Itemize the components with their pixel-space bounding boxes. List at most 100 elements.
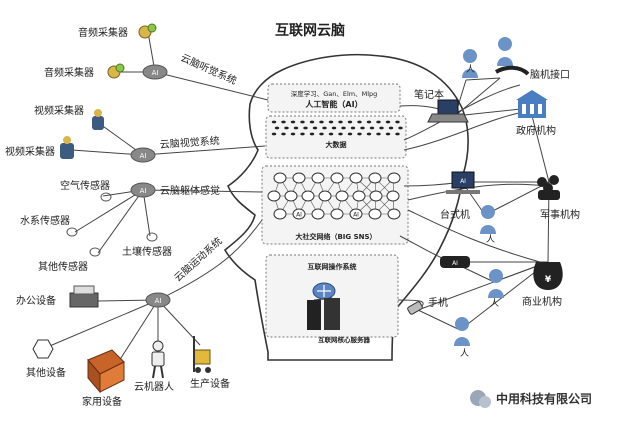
video-collector-label-1: 视频采集器: [34, 104, 84, 117]
page-title: 互联网云脑: [275, 22, 345, 39]
laptop-icon: [427, 99, 469, 123]
microphone-icon: [138, 23, 157, 39]
sns-node: [292, 208, 306, 220]
hearing-system-label: 云脑听觉系统: [179, 51, 239, 87]
sns-node: [292, 172, 306, 184]
big-data-dots: [271, 120, 403, 136]
camera-icon-2: [60, 136, 74, 159]
office-device-label: 办公设备: [16, 294, 56, 307]
os-label: 互联网操作系统: [308, 262, 357, 271]
vision-system-label: 云脑视觉系统: [159, 134, 220, 151]
sns-node: [301, 190, 315, 202]
government-building-icon: [516, 90, 548, 118]
person-label-2: 人: [486, 234, 495, 245]
ai-hub-motion: AI: [145, 292, 171, 308]
person-icon-5: [454, 317, 470, 346]
sns-panel: [261, 165, 409, 245]
server-icon-2: [324, 298, 340, 330]
camera-icon: [92, 109, 104, 130]
notebook-label: 笔记本: [414, 88, 444, 101]
robot-icon: [151, 340, 165, 379]
sns-node: [330, 172, 344, 184]
cloud-robot-label: 云机器人: [134, 380, 174, 393]
ai-hub-body: AI: [130, 182, 156, 198]
sns-node: [349, 172, 363, 184]
ai-hub-vision: AI: [130, 147, 156, 163]
svg-text:AI: AI: [296, 212, 302, 219]
video-collector-label-2: 视频采集器: [5, 145, 55, 158]
gov-label: 政府机构: [516, 124, 556, 137]
phone-icon: [407, 301, 423, 315]
sns-node: [267, 190, 281, 202]
big-data-label: 大数据: [326, 140, 347, 149]
air-sensor-label: 空气传感器: [60, 179, 110, 192]
sns-label: 大社交网络（BIG SNS）: [295, 232, 376, 241]
sns-node: [387, 208, 401, 220]
ai-hub-hearing: AI: [142, 64, 168, 80]
ai-title: 人工智能（AI）: [305, 99, 362, 109]
sns-node: [284, 190, 298, 202]
sns-node: [386, 190, 400, 202]
phone-label: 手机: [428, 296, 448, 309]
svg-text:AI: AI: [152, 69, 159, 77]
vr-glasses-icon: AI: [440, 256, 470, 268]
sns-node: [387, 172, 401, 184]
ai-panel: [267, 83, 401, 113]
person-label-3: 人: [490, 298, 499, 309]
sns-node: [318, 190, 332, 202]
sns-node: [349, 208, 363, 220]
watermark-text: 中用科技有限公司: [496, 391, 592, 406]
server-icon: [307, 300, 321, 330]
other-device-label: 其他设备: [26, 366, 66, 379]
sns-node: [330, 208, 344, 220]
sns-node: [273, 172, 287, 184]
sns-node: [273, 208, 287, 220]
desktop-icon: AI: [446, 171, 480, 194]
sns-node: [368, 172, 382, 184]
money-bag-icon: ¥: [533, 262, 563, 290]
printer-icon: [69, 285, 99, 308]
sns-node: [311, 172, 325, 184]
svg-text:AI: AI: [155, 297, 162, 305]
other-sensor-label: 其他传感器: [38, 260, 88, 273]
hexagon-icon: [32, 339, 54, 359]
body-sense-label: 云脑躯体感觉: [160, 184, 220, 197]
big-data-panel: [265, 115, 407, 159]
sns-node: [369, 190, 383, 202]
business-label: 商业机构: [522, 295, 562, 308]
military-label: 军事机构: [540, 208, 580, 221]
svg-text:AI: AI: [140, 152, 147, 160]
audio-collector-label-2: 音频采集器: [44, 66, 94, 79]
sensor-dots: [66, 192, 158, 257]
audio-collector-label-1: 音频采集器: [78, 26, 128, 39]
microphone-icon-2: [107, 63, 125, 79]
svg-text:AI: AI: [460, 178, 466, 185]
water-sensor-label: 水系传感器: [20, 214, 70, 227]
sns-node: [335, 190, 349, 202]
svg-text:AI: AI: [140, 187, 147, 195]
bci-label: 脑机接口: [530, 68, 570, 81]
production-device-label: 生产设备: [190, 377, 230, 390]
motion-system-label: 云脑运动系统: [171, 234, 224, 284]
sns-node: [368, 208, 382, 220]
home-device-label: 家用设备: [82, 395, 122, 408]
person-icon-3: [480, 205, 496, 234]
person-label-4: 人: [460, 348, 469, 359]
sns-node: [352, 190, 366, 202]
soil-sensor-label: 土壤传感器: [122, 245, 172, 258]
person-icon: [462, 49, 478, 78]
person-icon-4: [488, 269, 504, 298]
svg-text:AI: AI: [452, 260, 458, 267]
core-server-label: 互联网核心服务器: [318, 335, 371, 344]
svg-text:¥: ¥: [545, 275, 552, 285]
head-silhouette: [223, 53, 469, 361]
person-icon-2: [497, 37, 513, 66]
military-group-icon: [537, 175, 560, 200]
wechat-logo-icon: [470, 390, 491, 408]
bci-headband-icon: [494, 65, 530, 76]
forklift-icon: [193, 336, 211, 373]
ai-caption: 深度学习、Gan、Elm、Mlpg: [291, 89, 378, 98]
home-appliance-icon: [87, 349, 125, 394]
